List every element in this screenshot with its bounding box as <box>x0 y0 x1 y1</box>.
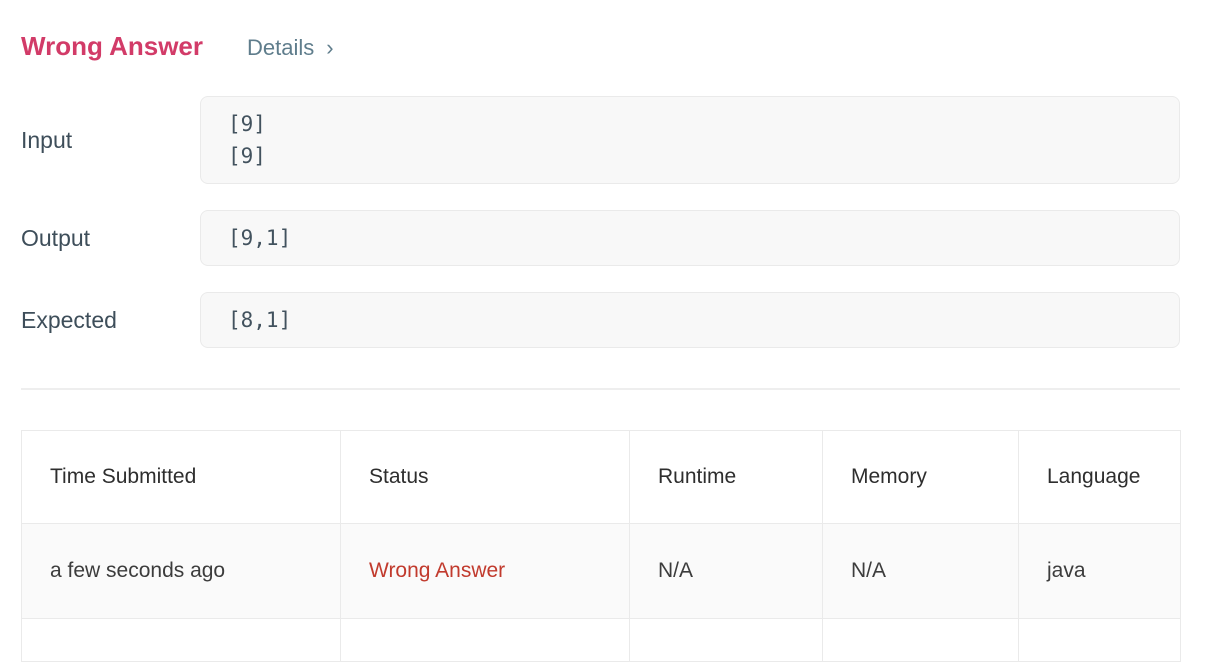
input-value-box: [9] [9] <box>200 96 1180 184</box>
output-value-box: [9,1] <box>200 210 1180 266</box>
column-header-status: Status <box>340 430 630 524</box>
chevron-right-icon: › <box>326 35 334 60</box>
submission-memory-cell: N/A <box>822 523 1019 619</box>
expected-row: Expected [8,1] <box>21 292 1180 348</box>
submission-runtime-cell: N/A <box>629 523 823 619</box>
result-header: Wrong Answer Details › <box>21 33 1180 61</box>
details-link-label: Details <box>247 35 315 60</box>
table-header-row: Time Submitted Status Runtime Memory Lan… <box>21 430 1181 524</box>
details-link[interactable]: Details › <box>247 35 334 61</box>
submission-row[interactable]: a few seconds ago Wrong Answer N/A N/A j… <box>21 523 1181 619</box>
result-status-heading: Wrong Answer <box>21 31 204 61</box>
submission-time-cell: a few seconds ago <box>21 523 341 619</box>
column-header-runtime: Runtime <box>629 430 823 524</box>
column-header-memory: Memory <box>822 430 1019 524</box>
submissions-table: Time Submitted Status Runtime Memory Lan… <box>21 430 1181 662</box>
submission-row-partial[interactable] <box>21 618 1181 662</box>
column-header-language: Language <box>1018 430 1181 524</box>
input-row: Input [9] [9] <box>21 96 1180 184</box>
expected-label: Expected <box>21 306 117 333</box>
output-row: Output [9,1] <box>21 210 1180 266</box>
submission-status-cell: Wrong Answer <box>340 523 630 619</box>
column-header-time-submitted: Time Submitted <box>21 430 341 524</box>
submission-language-cell: java <box>1018 523 1181 619</box>
expected-value-box: [8,1] <box>200 292 1180 348</box>
output-label: Output <box>21 224 91 251</box>
section-divider <box>21 388 1180 390</box>
submission-status-link[interactable]: Wrong Answer <box>369 559 506 582</box>
input-label: Input <box>21 126 73 153</box>
